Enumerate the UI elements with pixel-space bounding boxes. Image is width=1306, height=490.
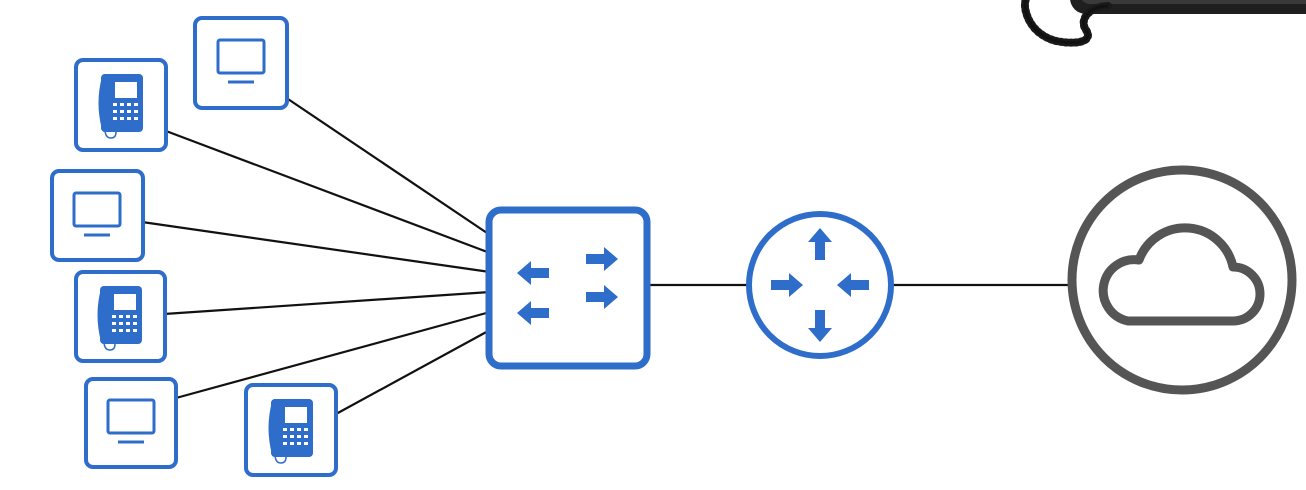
link-ip-phone-3-switch bbox=[335, 329, 491, 415]
cloud-icon bbox=[1098, 223, 1265, 326]
coiled-cord bbox=[1021, 0, 1112, 47]
desk-phone-icon bbox=[99, 74, 143, 138]
link-desktop-3-switch bbox=[175, 310, 491, 400]
link-ip-phone-1-switch bbox=[165, 129, 491, 255]
phone-handset-icon bbox=[1021, 0, 1306, 47]
desktop-3 bbox=[84, 377, 178, 469]
ip-phone-1 bbox=[74, 58, 168, 152]
ip-phone-2 bbox=[74, 270, 167, 363]
link-desktop-1-switch bbox=[284, 96, 491, 236]
internet bbox=[1067, 165, 1297, 395]
desktop-2 bbox=[50, 169, 145, 262]
desk-phone-icon bbox=[98, 286, 142, 350]
switch bbox=[485, 206, 651, 370]
links-layer bbox=[141, 96, 1072, 415]
link-ip-phone-2-switch bbox=[163, 290, 491, 316]
phone-handset bbox=[1021, 0, 1306, 47]
router bbox=[746, 211, 894, 359]
desktop-1 bbox=[193, 16, 289, 110]
desk-phone-icon bbox=[269, 399, 313, 463]
link-desktop-2-switch bbox=[141, 220, 491, 274]
ip-phone-3 bbox=[244, 383, 338, 477]
